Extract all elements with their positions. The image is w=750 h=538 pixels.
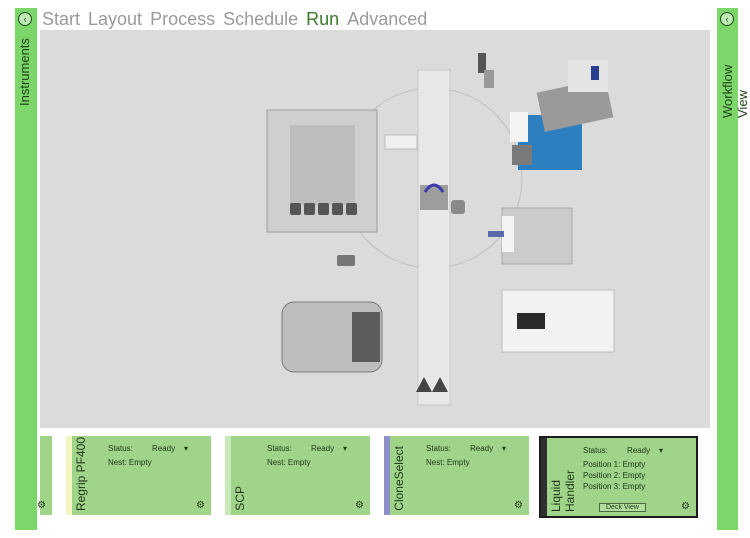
layout-canvas[interactable]	[40, 30, 710, 428]
status-value: Ready	[470, 444, 494, 453]
collapse-left-icon[interactable]: ‹	[18, 12, 32, 26]
gear-icon[interactable]: ⚙	[196, 500, 205, 511]
workflow-view-sidebar[interactable]: ‹ Workflow View	[717, 8, 750, 530]
status-label: Status:	[267, 444, 292, 453]
layout-drawing	[266, 53, 615, 406]
instrument-name: Regrip PF400	[74, 436, 88, 511]
instrument-card-partial[interactable]: ⚙	[37, 436, 52, 515]
status-label: Status:	[583, 446, 608, 455]
status-dropdown-icon[interactable]: ▾	[659, 446, 664, 455]
status-dropdown-icon[interactable]: ▾	[343, 444, 348, 453]
status-label: Status:	[426, 444, 451, 453]
nest-status: Nest: Empty	[267, 458, 311, 467]
hotel-plates	[290, 203, 357, 215]
card-accent	[541, 438, 547, 516]
tab-process[interactable]: Process	[150, 9, 216, 29]
gear-icon[interactable]: ⚙	[37, 500, 46, 511]
status-value: Ready	[152, 444, 176, 453]
status-dropdown-icon[interactable]: ▾	[184, 444, 189, 453]
tab-schedule[interactable]: Schedule	[223, 9, 299, 29]
hotel-grid	[290, 125, 355, 205]
instrument-name: SCP	[233, 486, 247, 511]
gear-icon[interactable]: ⚙	[514, 500, 523, 511]
status-label: Status:	[108, 444, 133, 453]
status-value: Ready	[627, 446, 651, 455]
card-accent	[225, 436, 231, 515]
instrument-name: Liquid Handler	[549, 469, 577, 512]
status-value: Ready	[311, 444, 335, 453]
robot-track	[417, 69, 451, 406]
status-dropdown-icon[interactable]: ▾	[502, 444, 507, 453]
tab-advanced[interactable]: Advanced	[347, 9, 428, 29]
workflow-view-label: Workflow View	[720, 64, 750, 118]
instrument-card-cloneselect[interactable]: CloneSelect Status: Ready ▾ Nest: Empty …	[384, 436, 529, 515]
tab-start[interactable]: Start	[42, 9, 81, 29]
instruments-label: Instruments	[17, 38, 32, 106]
gear-icon[interactable]: ⚙	[355, 500, 364, 511]
tab-layout[interactable]: Layout	[88, 9, 143, 29]
main-tabs: Start Layout Process Schedule Run Advanc…	[42, 9, 427, 31]
collapse-right-icon[interactable]: ‹	[720, 12, 734, 26]
instrument-name: CloneSelect	[392, 446, 406, 511]
instruments-sidebar[interactable]: ‹ Instruments	[15, 8, 37, 530]
gear-icon[interactable]: ⚙	[681, 501, 690, 512]
position-2-status: Position 2: Empty	[583, 471, 646, 480]
deck-view-button[interactable]: Deck View	[599, 503, 646, 512]
position-3-status: Position 3: Empty	[583, 482, 646, 491]
card-accent	[384, 436, 390, 515]
position-1-status: Position 1: Empty	[583, 460, 646, 469]
instrument-card-scp[interactable]: SCP Status: Ready ▾ Nest: Empty ⚙	[225, 436, 370, 515]
tab-run[interactable]: Run	[306, 9, 340, 29]
card-accent	[66, 436, 72, 515]
nest-status: Nest: Empty	[108, 458, 152, 467]
instrument-card-regrip-pf400[interactable]: Regrip PF400 Status: Ready ▾ Nest: Empty…	[66, 436, 211, 515]
robot-arm	[420, 185, 448, 210]
instrument-card-liquid-handler[interactable]: Liquid Handler Status: Ready ▾ Position …	[539, 436, 698, 518]
nest-status: Nest: Empty	[426, 458, 470, 467]
